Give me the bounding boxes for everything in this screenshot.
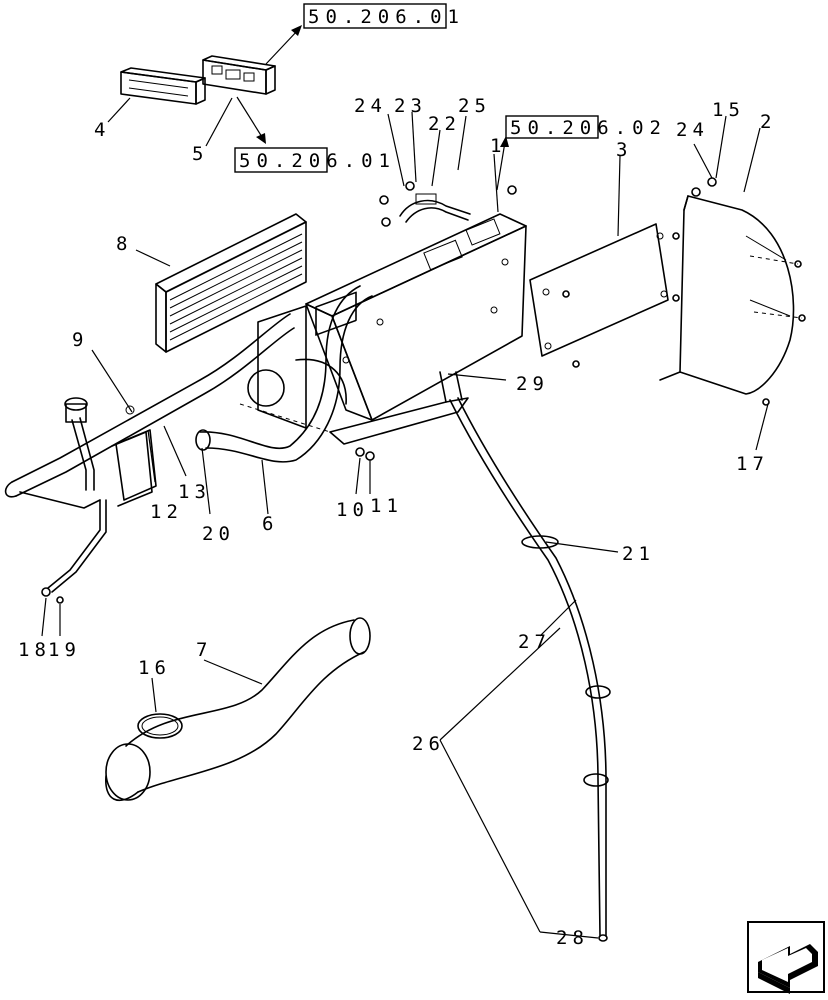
callout-3: 3 bbox=[616, 139, 632, 161]
callout-13: 13 bbox=[178, 481, 211, 503]
next-page-arrow-icon bbox=[758, 944, 818, 994]
part-2-cover bbox=[659, 195, 795, 395]
part-9-pipe-assembly bbox=[4, 313, 295, 593]
reference-label-top: 50.206.01 bbox=[308, 6, 465, 28]
callout-7: 7 bbox=[196, 639, 212, 661]
part-3-side-panel bbox=[529, 223, 669, 357]
part-7-hose bbox=[105, 617, 371, 802]
callout-10: 10 bbox=[336, 499, 369, 521]
reference-box-top bbox=[303, 3, 447, 29]
part-27-drain-tube bbox=[449, 397, 611, 942]
callout-21: 21 bbox=[622, 543, 655, 565]
reference-right[interactable]: 50.206.02 bbox=[505, 115, 667, 139]
callouts: 1 2 3 4 5 6 7 8 9 10 11 12 13 15 16 17 1… bbox=[18, 95, 776, 949]
reference-label-middle: 50.206.01 bbox=[239, 150, 396, 172]
callout-20: 20 bbox=[202, 523, 235, 545]
leader-lines bbox=[41, 97, 769, 939]
callout-4: 4 bbox=[94, 119, 110, 141]
callout-18: 18 bbox=[18, 639, 51, 661]
reference-box-middle bbox=[234, 147, 328, 173]
callout-5: 5 bbox=[192, 143, 208, 165]
part-16-clamp bbox=[137, 713, 183, 739]
callout-16: 16 bbox=[138, 657, 171, 679]
callout-17: 17 bbox=[736, 453, 769, 475]
callout-26: 26 bbox=[412, 733, 445, 755]
callout-11: 11 bbox=[370, 495, 403, 517]
guide-lines bbox=[239, 255, 803, 433]
reference-arrows bbox=[236, 25, 509, 191]
next-page-button[interactable] bbox=[747, 921, 825, 994]
part-8-filter bbox=[155, 213, 307, 353]
callout-25: 25 bbox=[458, 95, 491, 117]
reference-middle[interactable]: 50.206.01 bbox=[234, 147, 396, 173]
reference-box-right bbox=[505, 115, 599, 139]
fasteners bbox=[41, 177, 806, 604]
part-29-bracket bbox=[329, 371, 469, 445]
callout-22: 22 bbox=[428, 113, 461, 135]
part-1-hvac-housing bbox=[247, 193, 527, 429]
filter-pleats bbox=[169, 233, 303, 341]
callout-19: 19 bbox=[48, 639, 81, 661]
callout-8: 8 bbox=[116, 233, 132, 255]
callout-15: 15 bbox=[712, 99, 745, 121]
callout-24-right: 24 bbox=[676, 119, 709, 141]
callout-6: 6 bbox=[262, 513, 278, 535]
callout-27: 27 bbox=[518, 631, 551, 653]
reference-label-right: 50.206.02 bbox=[510, 117, 667, 139]
callout-24: 24 bbox=[354, 95, 387, 117]
part-5-switch-panel bbox=[202, 55, 276, 95]
callout-2: 2 bbox=[760, 111, 776, 133]
callout-23: 23 bbox=[394, 95, 427, 117]
callout-1: 1 bbox=[490, 135, 506, 157]
reference-top[interactable]: 50.206.01 bbox=[303, 3, 465, 29]
callout-28: 28 bbox=[556, 927, 589, 949]
callout-29: 29 bbox=[516, 373, 549, 395]
part-6-hose bbox=[195, 285, 373, 463]
part-4-control-panel bbox=[120, 67, 206, 105]
callout-12: 12 bbox=[150, 501, 183, 523]
callout-9: 9 bbox=[72, 329, 88, 351]
